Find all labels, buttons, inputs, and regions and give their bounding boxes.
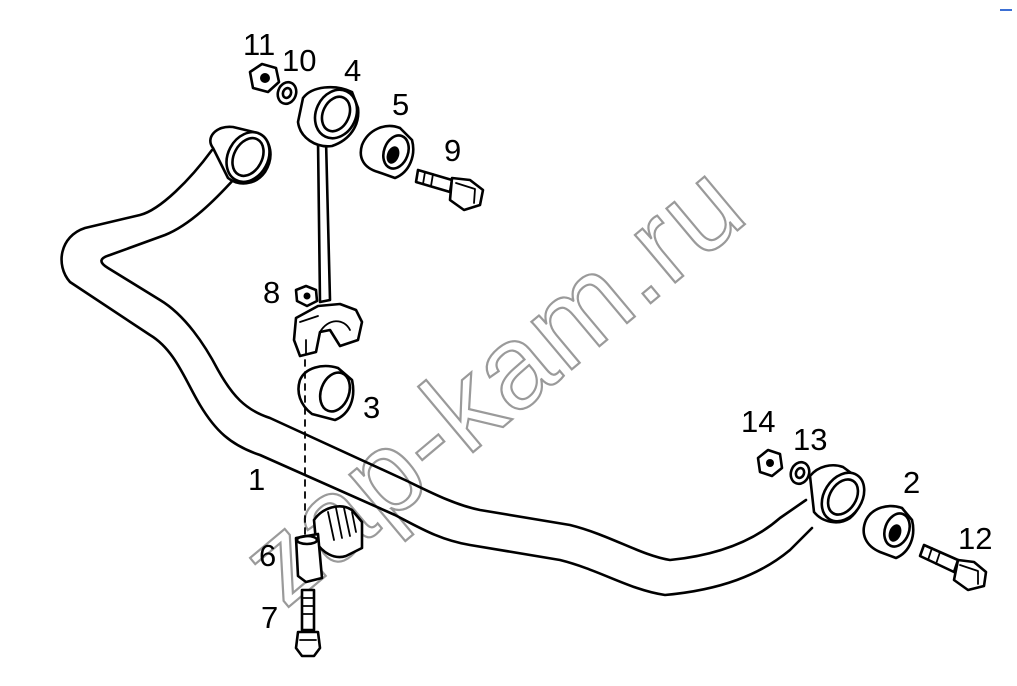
callout-12: 12	[958, 521, 992, 556]
callout-11: 11	[243, 27, 275, 62]
bushing-5	[359, 124, 415, 180]
callout-3: 3	[363, 390, 380, 425]
bolt-12	[918, 543, 988, 592]
nut-14	[756, 448, 784, 478]
callout-6: 6	[259, 538, 276, 573]
clamp-bracket	[292, 302, 364, 358]
callout-7: 7	[261, 600, 278, 635]
callout-2: 2	[903, 465, 920, 500]
link-rod	[296, 85, 360, 304]
bar-right-end-eye	[808, 464, 866, 524]
washer-10	[276, 80, 298, 106]
bushing-3	[297, 364, 355, 422]
callout-8: 8	[263, 275, 280, 310]
bolt-7	[294, 588, 322, 658]
bar-left-end-eye	[209, 125, 272, 185]
callout-14: 14	[741, 404, 775, 439]
nut-8	[294, 284, 319, 308]
frame-bracket	[294, 505, 364, 584]
callout-10: 10	[282, 43, 316, 78]
bushing-2	[862, 504, 915, 560]
callout-9: 9	[444, 133, 461, 168]
stabilizer-bar	[60, 148, 814, 597]
bolt-9	[414, 168, 485, 212]
callout-labels: 1 2 3 4 5 6 7 8 9 10 11 12 13 14	[243, 27, 992, 635]
callout-13: 13	[793, 422, 827, 457]
washer-13	[789, 460, 811, 486]
callout-1: 1	[248, 462, 265, 497]
nut-11	[248, 62, 281, 94]
callout-5: 5	[392, 87, 409, 122]
callout-4: 4	[344, 53, 361, 88]
